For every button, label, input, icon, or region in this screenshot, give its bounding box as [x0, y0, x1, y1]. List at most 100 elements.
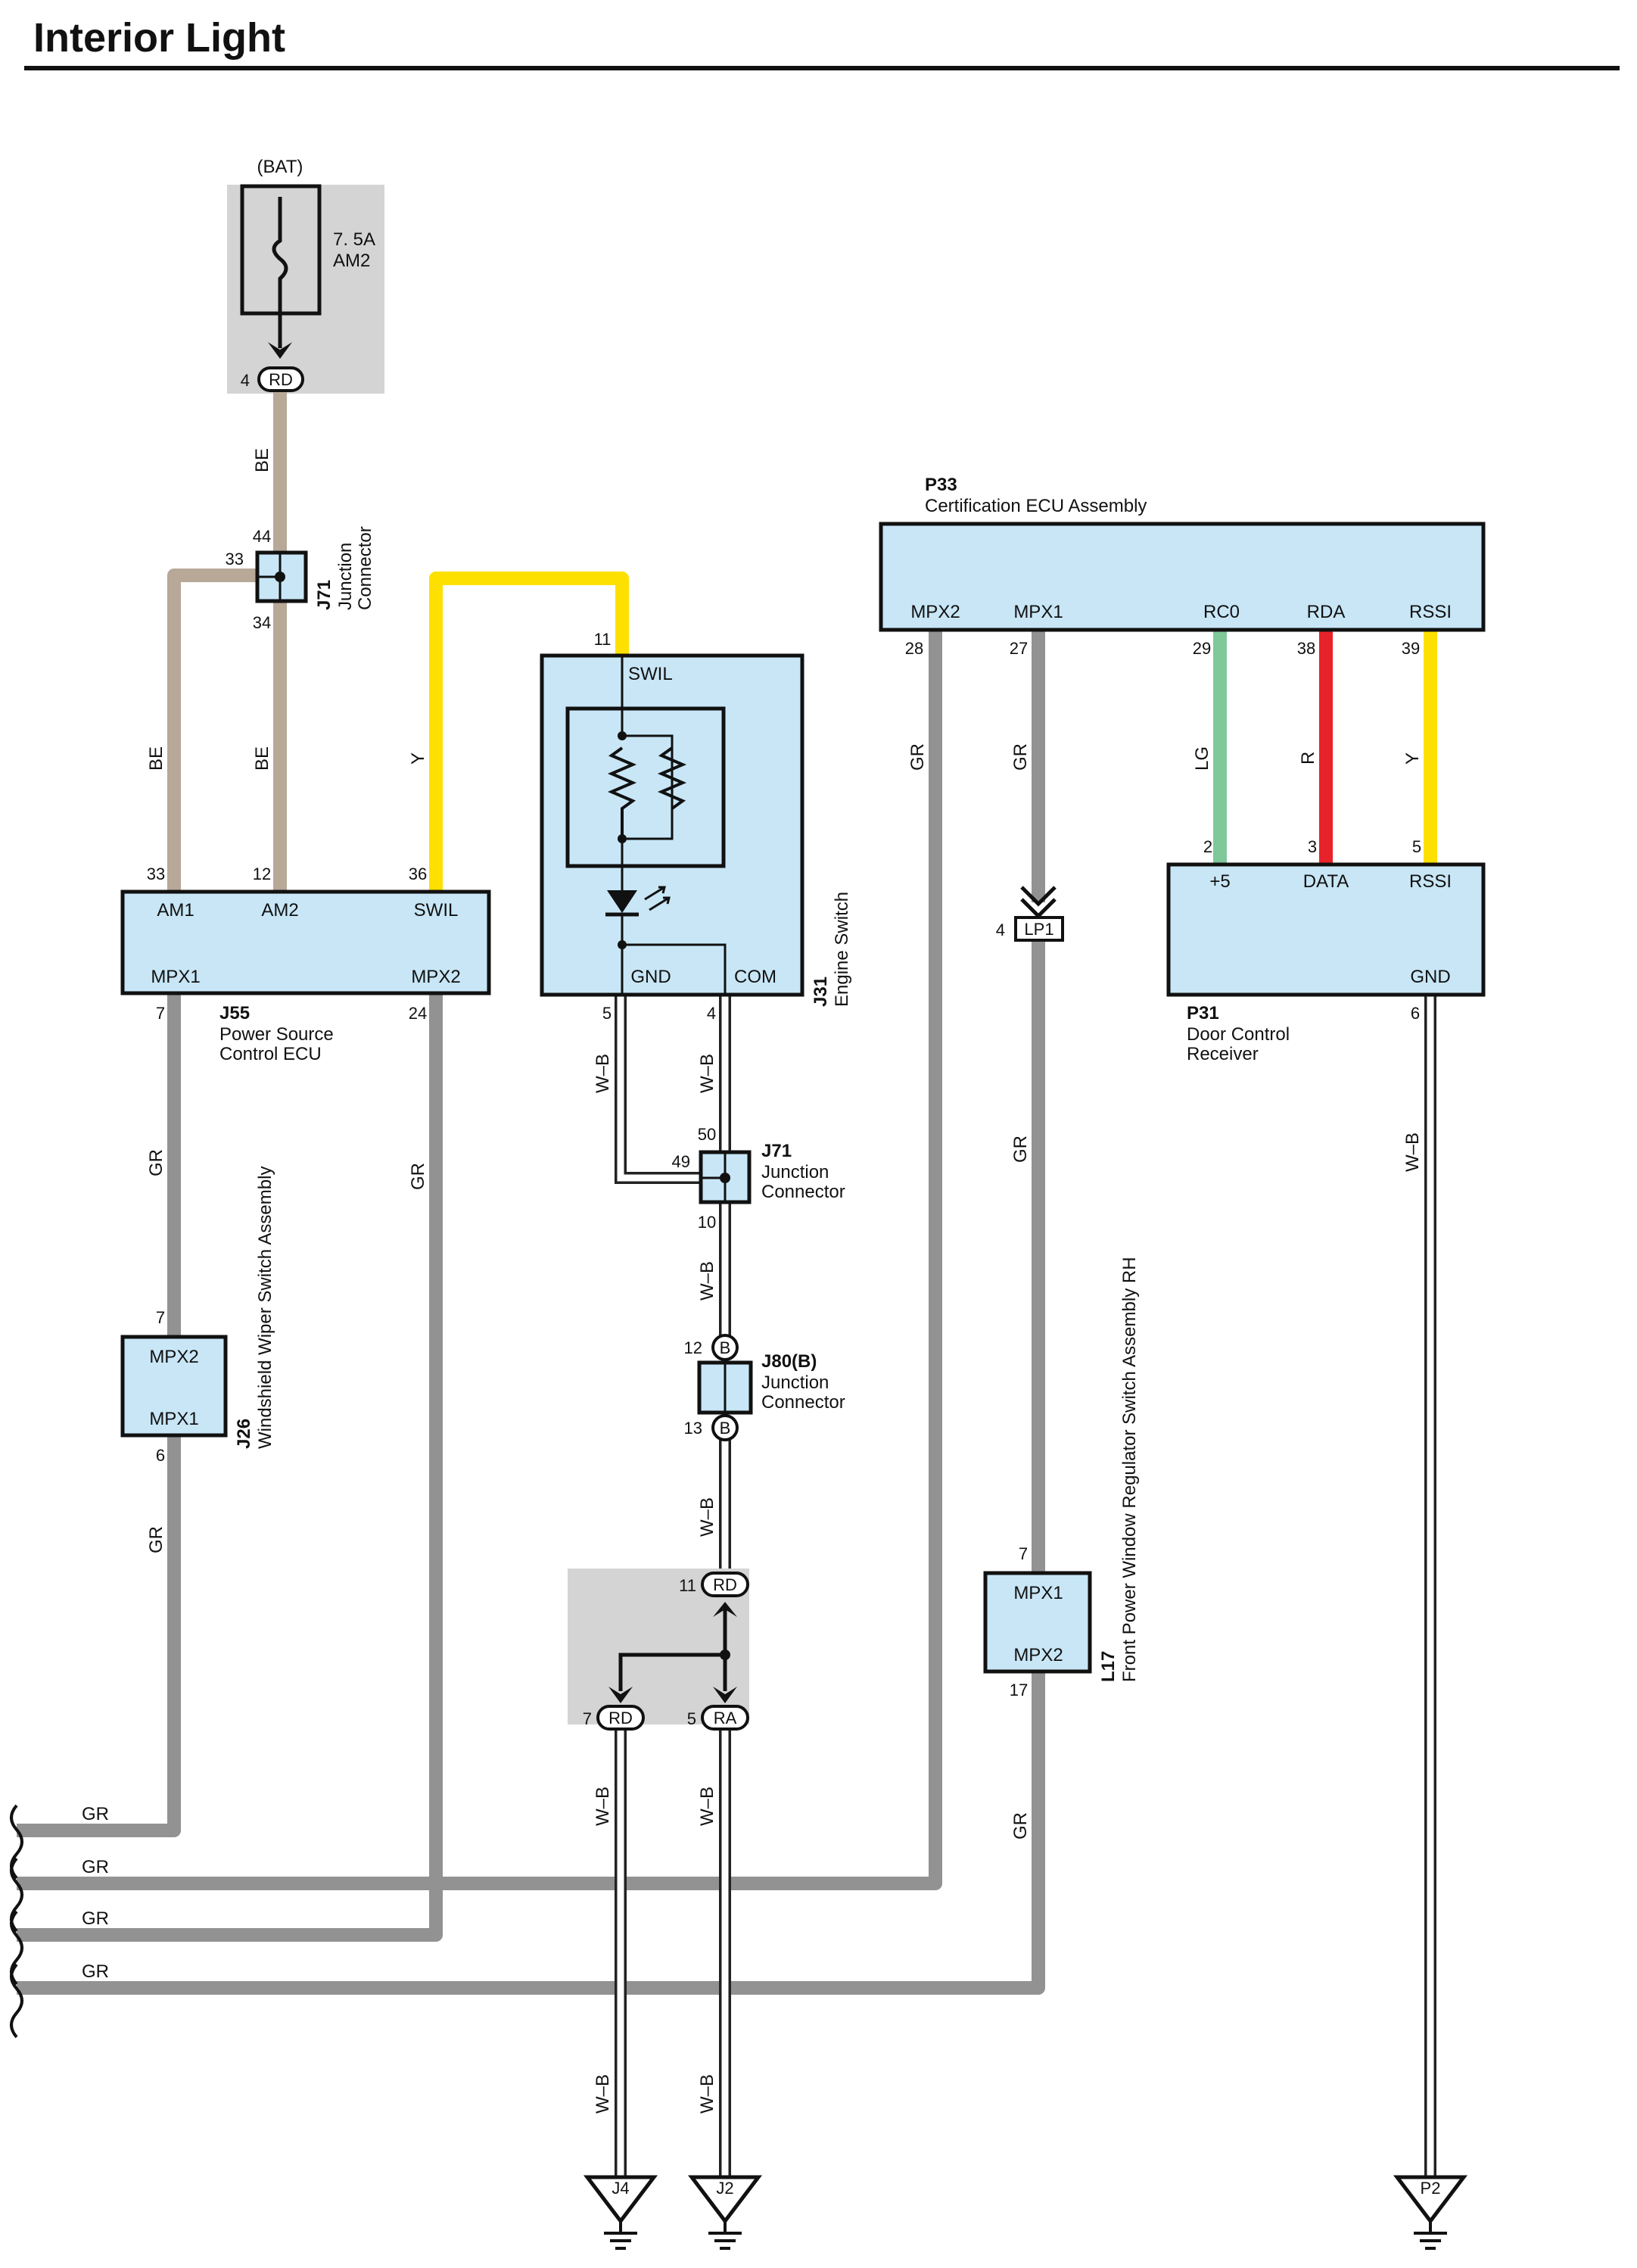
svg-text:Door Control: Door Control — [1187, 1024, 1290, 1045]
svg-text:J2: J2 — [716, 2179, 733, 2198]
j71-upper-junction-connector: 44 33 34 J71 Junction Connector — [226, 526, 375, 632]
j26-windshield-wiper-switch: 7 MPX2 MPX1 6 J26 Windshield Wiper Switc… — [120, 1167, 275, 1465]
svg-text:39: 39 — [1402, 639, 1420, 658]
j31-engine-switch: 11 SWIL GND COM 5 4 J31 Engine Switch — [540, 630, 852, 1023]
svg-text:LP1: LP1 — [1024, 920, 1053, 939]
svg-text:P31: P31 — [1187, 1003, 1219, 1023]
svg-text:4: 4 — [707, 1004, 716, 1023]
svg-text:GR: GR — [1010, 743, 1031, 771]
svg-text:RSSI: RSSI — [1409, 871, 1452, 892]
svg-text:29: 29 — [1193, 639, 1211, 658]
svg-text:Y: Y — [1402, 752, 1423, 765]
lower-junction-block-connectors: RD 11 RD 7 RA 5 — [583, 1572, 749, 1731]
resistor-icon — [657, 746, 687, 810]
svg-text:AM1: AM1 — [157, 900, 194, 921]
arrow-down-icon — [713, 1687, 737, 1703]
svg-text:GR: GR — [146, 1149, 167, 1176]
svg-text:2: 2 — [1203, 837, 1212, 856]
j71-lower-junction-connector: 50 49 10 J71 Junction Connector — [672, 1125, 845, 1232]
svg-text:SWIL: SWIL — [414, 900, 459, 921]
svg-text:P33: P33 — [925, 475, 957, 495]
j55-power-source-ecu: 33 12 36 AM1 AM2 SWIL MPX1 MPX2 7 24 J55… — [120, 865, 491, 1064]
svg-text:B: B — [720, 1419, 731, 1438]
svg-text:J4: J4 — [612, 2179, 629, 2198]
svg-text:W–B: W–B — [697, 2074, 717, 2114]
svg-text:13: 13 — [684, 1419, 702, 1438]
svg-text:J71: J71 — [761, 1141, 792, 1161]
svg-text:3: 3 — [1308, 837, 1317, 856]
svg-text:Junction: Junction — [761, 1162, 829, 1182]
svg-text:Front Power Window Regulator S: Front Power Window Regulator Switch Asse… — [1119, 1257, 1140, 1682]
svg-text:LG: LG — [1192, 746, 1212, 771]
svg-text:AM2: AM2 — [261, 900, 298, 921]
svg-text:+5: +5 — [1209, 871, 1230, 892]
svg-text:GND: GND — [630, 967, 671, 987]
svg-text:W–B: W–B — [697, 1787, 717, 1826]
svg-text:Y: Y — [408, 752, 428, 765]
battery-fuse: (BAT) 7. 5A AM2 RD 4 — [240, 157, 375, 392]
svg-text:7: 7 — [583, 1709, 592, 1728]
wire-be-am1 — [167, 569, 271, 893]
svg-text:24: 24 — [409, 1004, 427, 1023]
svg-text:DATA: DATA — [1303, 871, 1349, 892]
svg-text:BE: BE — [146, 746, 167, 771]
ground-j4: J4 — [583, 2175, 658, 2250]
svg-text:MPX1: MPX1 — [151, 967, 200, 987]
wires — [17, 383, 1437, 1995]
svg-text:B: B — [720, 1338, 731, 1357]
arrow-down-icon — [268, 342, 292, 359]
battery-junction-block — [227, 185, 384, 394]
svg-text:RSSI: RSSI — [1409, 602, 1452, 622]
svg-text:GR: GR — [1010, 1136, 1031, 1163]
svg-text:SWIL: SWIL — [628, 664, 673, 684]
svg-text:50: 50 — [698, 1125, 716, 1144]
svg-text:J71: J71 — [314, 580, 335, 610]
svg-text:J31: J31 — [811, 977, 831, 1007]
svg-text:RDA: RDA — [1307, 602, 1346, 622]
svg-text:5: 5 — [602, 1004, 612, 1023]
svg-text:GR: GR — [907, 743, 928, 771]
svg-text:11: 11 — [594, 630, 612, 649]
fuse-name: AM2 — [333, 251, 370, 271]
svg-text:GR: GR — [82, 1961, 109, 1982]
led-icon — [607, 890, 637, 913]
svg-text:11: 11 — [679, 1576, 696, 1595]
ground-icon — [1393, 2175, 1468, 2225]
svg-text:W–B: W–B — [1402, 1132, 1423, 1172]
l17-front-power-window-switch: 7 MPX1 MPX2 17 L17 Front Power Window Re… — [983, 1257, 1140, 1699]
svg-text:4: 4 — [241, 371, 250, 390]
svg-text:GR: GR — [1010, 1812, 1031, 1840]
j80-junction-connector: B B 12 13 J80(B) Junction Connector — [684, 1334, 845, 1441]
svg-text:GR: GR — [82, 1804, 109, 1824]
arrow-down-icon — [608, 1687, 633, 1703]
svg-text:MPX2: MPX2 — [411, 967, 460, 987]
svg-text:RD: RD — [713, 1575, 737, 1594]
svg-text:Power Source: Power Source — [219, 1024, 334, 1045]
ground-icon — [687, 2175, 763, 2225]
svg-text:RD: RD — [269, 370, 293, 389]
svg-text:R: R — [1298, 752, 1318, 765]
svg-text:BE: BE — [252, 746, 272, 771]
svg-text:J55: J55 — [219, 1003, 250, 1023]
svg-text:6: 6 — [156, 1446, 165, 1465]
svg-text:5: 5 — [687, 1709, 696, 1728]
svg-text:RD: RD — [608, 1709, 633, 1727]
svg-text:COM: COM — [734, 967, 776, 987]
svg-text:10: 10 — [698, 1213, 716, 1232]
svg-text:27: 27 — [1010, 639, 1028, 658]
svg-text:L17: L17 — [1098, 1651, 1119, 1682]
svg-text:GR: GR — [82, 1908, 109, 1929]
svg-text:MPX2: MPX2 — [149, 1347, 198, 1367]
wb-wires — [615, 992, 1436, 2180]
svg-text:Receiver: Receiver — [1187, 1044, 1259, 1064]
wire-gr-l17-bus — [17, 1669, 1045, 1995]
svg-text:J26: J26 — [234, 1419, 254, 1449]
p33-certification-ecu: P33 Certification ECU Assembly MPX2 MPX1… — [879, 475, 1486, 658]
svg-text:RC0: RC0 — [1203, 602, 1240, 622]
svg-text:34: 34 — [253, 613, 271, 632]
wire-y-swil — [429, 572, 629, 893]
svg-text:W–B: W–B — [593, 1054, 613, 1093]
battery-label: (BAT) — [257, 157, 303, 177]
svg-text:Windshield Wiper Switch Assemb: Windshield Wiper Switch Assembly — [255, 1167, 275, 1449]
fuse-rating: 7. 5A — [333, 229, 375, 250]
